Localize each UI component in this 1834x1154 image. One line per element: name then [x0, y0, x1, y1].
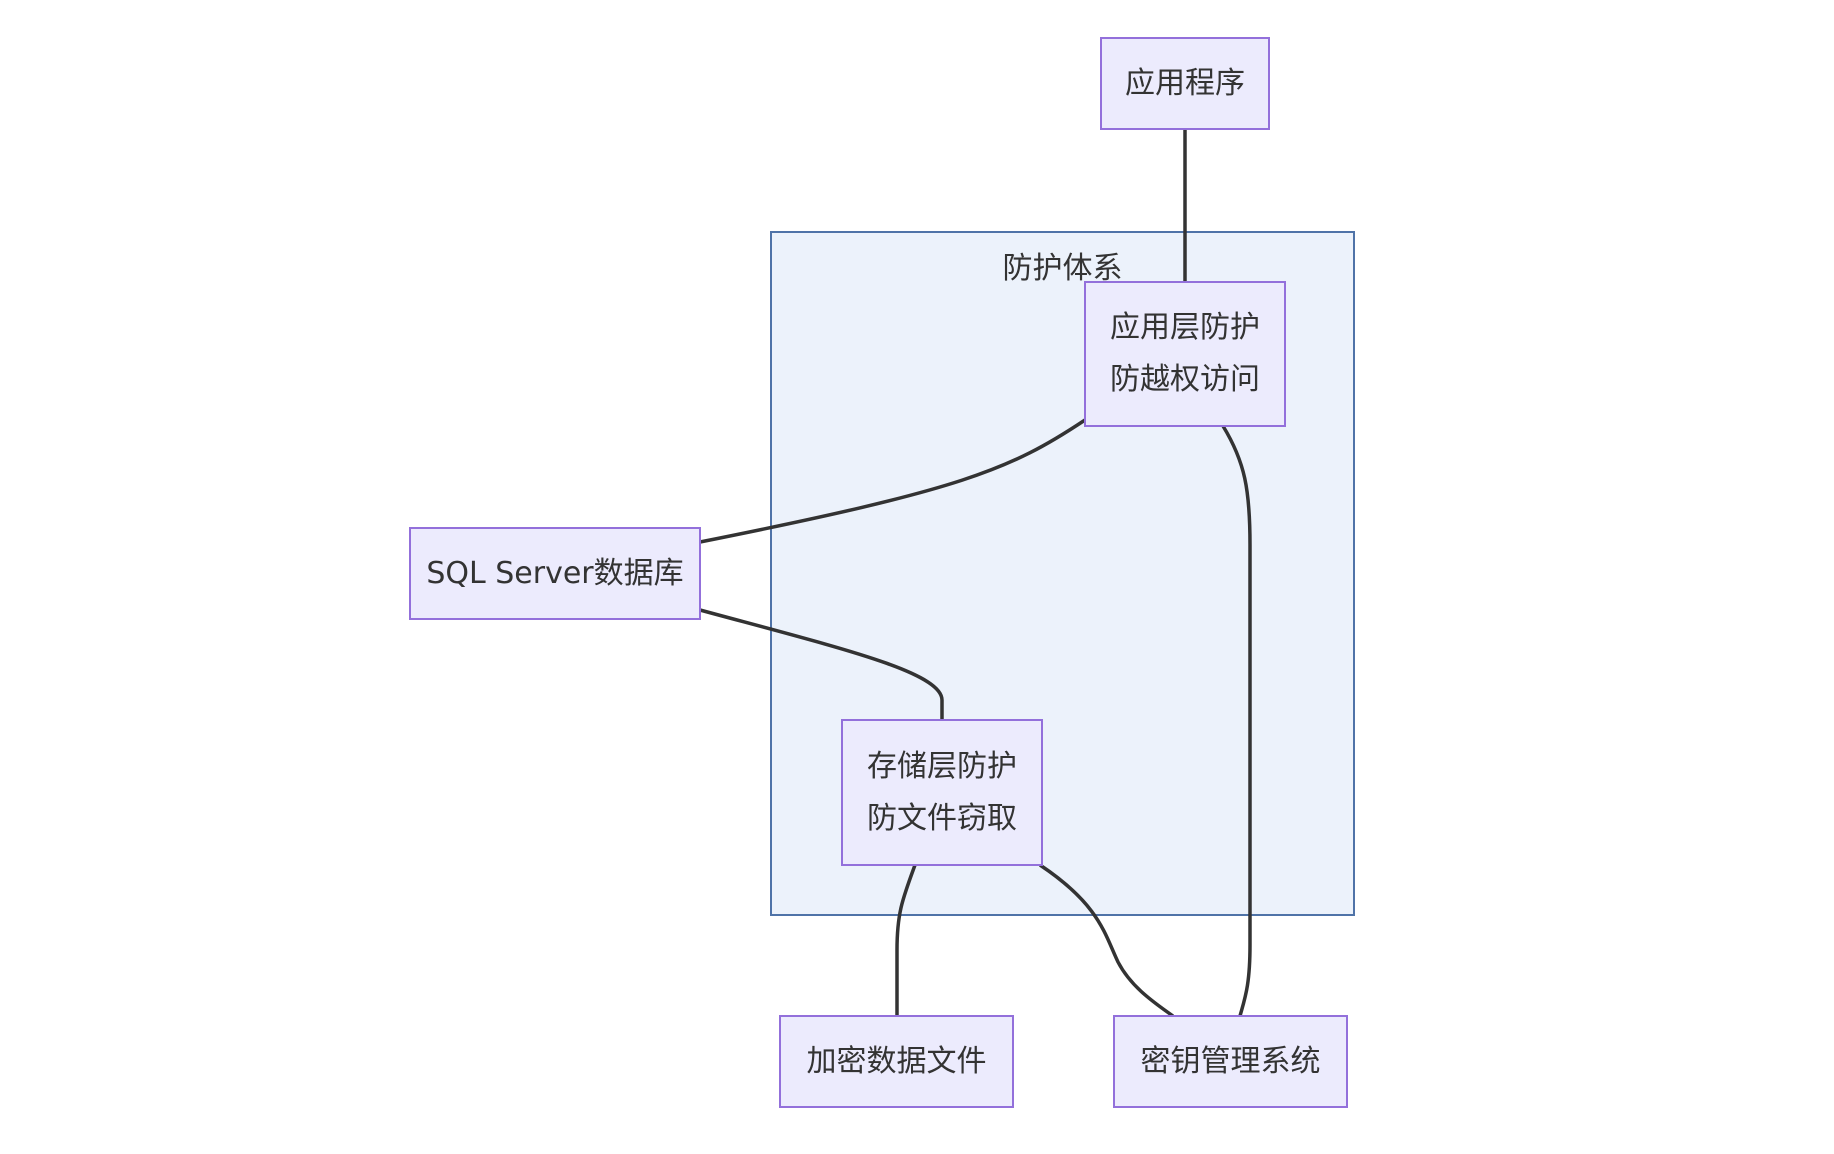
node-label: 应用程序	[1125, 65, 1245, 101]
node-label-line2: 防文件窃取	[867, 800, 1017, 836]
node-label: 密钥管理系统	[1140, 1043, 1321, 1079]
node-label-line2: 防越权访问	[1110, 362, 1260, 397]
node-storage-layer-protection[interactable]: 存储层防护 防文件窃取	[841, 719, 1043, 866]
node-label: SQL Server数据库	[426, 555, 684, 591]
node-label-line1: 应用层防护	[1110, 310, 1260, 345]
node-sql-server-db[interactable]: SQL Server数据库	[409, 527, 701, 620]
node-app-layer-protection[interactable]: 应用层防护 防越权访问	[1084, 281, 1286, 427]
subgraph-title: 防护体系	[1002, 251, 1123, 286]
node-label-line1: 存储层防护	[867, 748, 1017, 784]
node-encrypted-data-file[interactable]: 加密数据文件	[779, 1015, 1014, 1108]
node-key-management-system[interactable]: 密钥管理系统	[1113, 1015, 1348, 1108]
node-label: 加密数据文件	[806, 1043, 987, 1079]
node-app[interactable]: 应用程序	[1100, 37, 1270, 130]
